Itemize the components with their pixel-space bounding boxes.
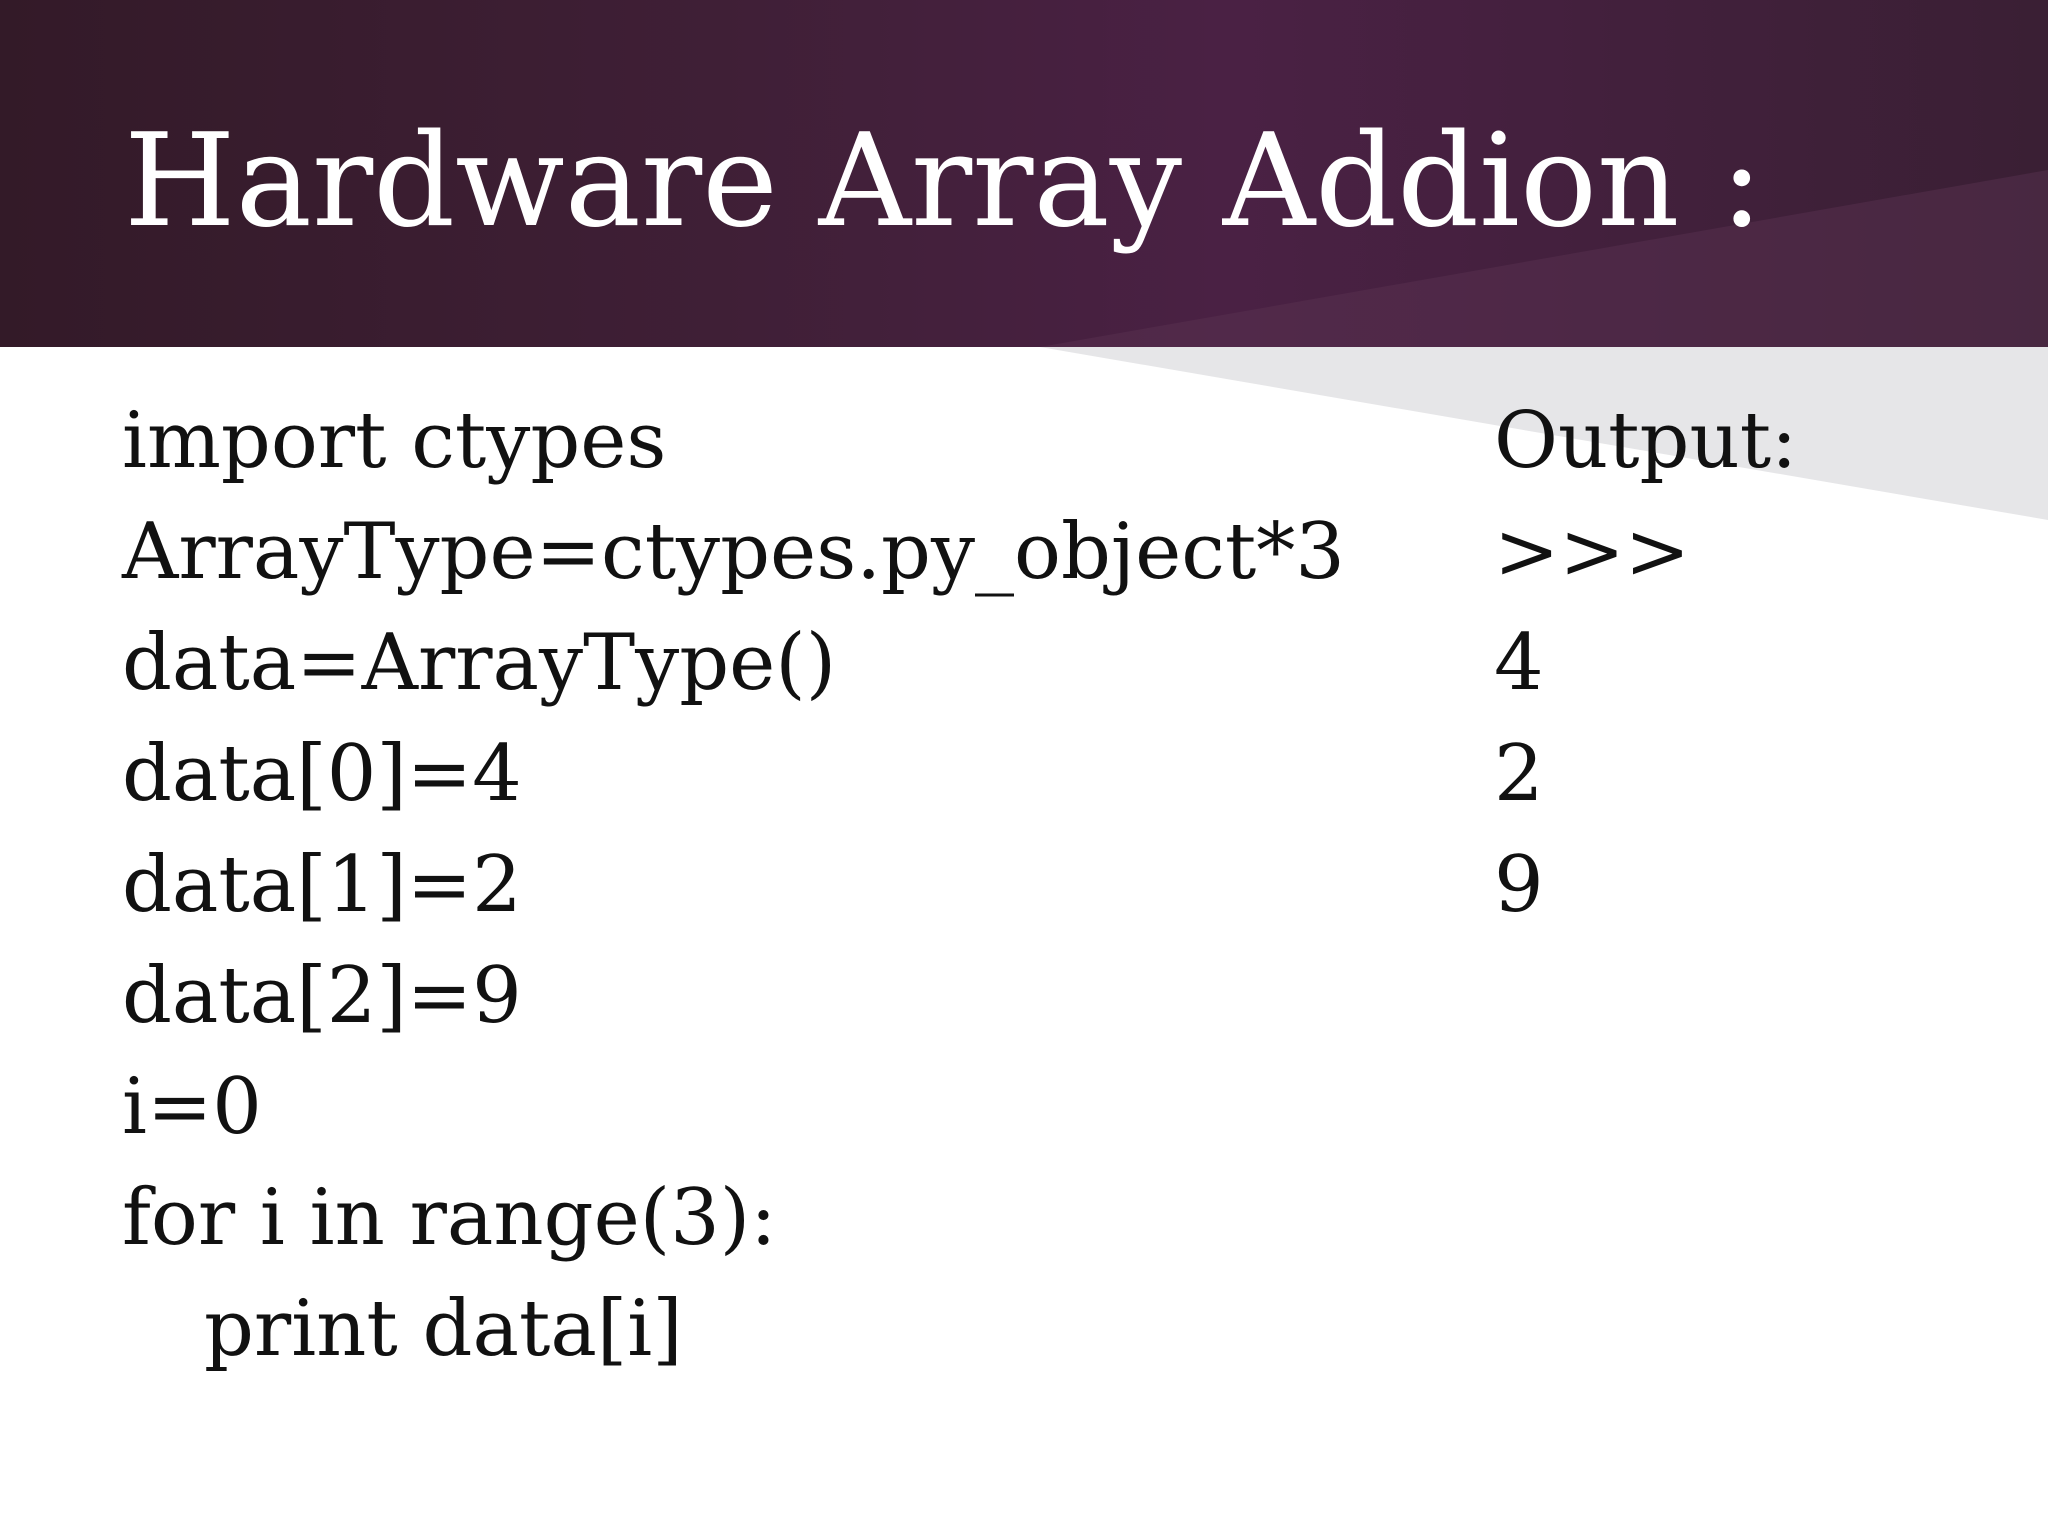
output-value: 4 <box>1494 618 1544 708</box>
code-line: import ctypes <box>122 396 667 486</box>
output-panel: Output: >>> 4 2 9 <box>1494 386 1994 941</box>
code-line: data=ArrayType() <box>122 618 837 708</box>
slide-title: Hardware Array Addion : <box>124 107 1764 256</box>
output-value: 9 <box>1494 840 1544 930</box>
code-line-indented: print data[i] <box>204 1284 683 1374</box>
output-value: 2 <box>1494 729 1544 819</box>
light-gray-wedge <box>1040 347 2048 520</box>
output-label: Output: <box>1494 396 1798 486</box>
code-line: data[1]=2 <box>122 840 522 930</box>
code-line: data[2]=9 <box>122 951 522 1041</box>
header-highlight-wedge <box>1040 170 2048 347</box>
output-prompt: >>> <box>1494 507 1691 597</box>
code-line: i=0 <box>122 1062 262 1152</box>
code-line: for i in range(3): <box>122 1173 777 1263</box>
code-line: ArrayType=ctypes.py_object*3 <box>122 507 1345 597</box>
title-header-band <box>0 0 2048 347</box>
code-listing: import ctypes ArrayType=ctypes.py_object… <box>122 386 1382 1385</box>
code-line: data[0]=4 <box>122 729 522 819</box>
